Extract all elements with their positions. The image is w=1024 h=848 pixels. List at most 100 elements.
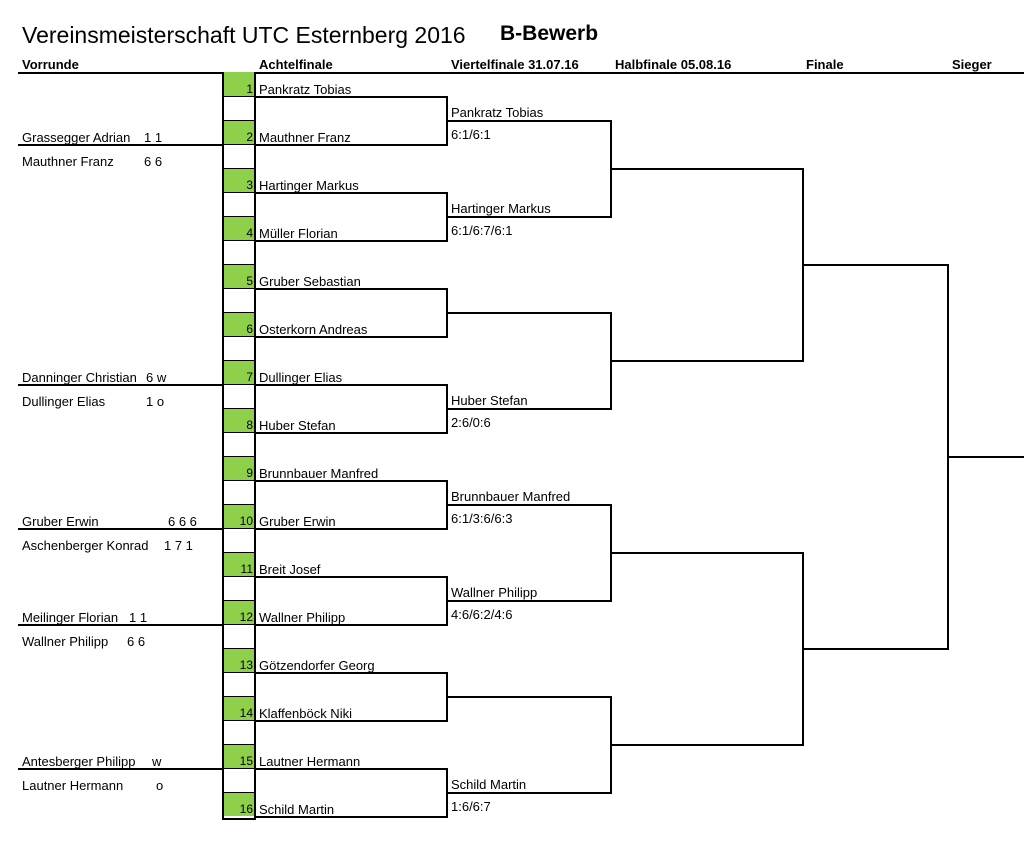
seed-number: 5: [246, 274, 253, 288]
achtelfinale-player: Huber Stefan: [259, 418, 336, 433]
achtelfinale-player: Götzendorfer Georg: [259, 658, 375, 673]
vorrunde-score: 1 1: [129, 610, 148, 625]
seed-cell: 2: [224, 120, 254, 144]
seed-cell: 14: [224, 696, 254, 720]
seed-number: 7: [246, 370, 253, 384]
vorrunde-score: 6 w: [146, 370, 167, 385]
seed-number: 9: [246, 466, 253, 480]
seed-number: 15: [239, 754, 253, 768]
vorrunde-score: 6 6: [144, 154, 163, 169]
viertelfinale-score: 2:6/0:6: [451, 415, 491, 430]
viertelfinale-player: Brunnbauer Manfred: [451, 489, 571, 504]
bye-cell: [224, 432, 254, 456]
achtelfinale-player: Schild Martin: [259, 802, 335, 817]
seed-number: 10: [239, 514, 253, 528]
viertelfinale-player: Hartinger Markus: [451, 201, 551, 216]
bye-cell: [224, 624, 254, 648]
header-halbfinale: Halbfinale 05.08.16: [615, 57, 732, 72]
vorrunde-player: Aschenberger Konrad: [22, 538, 149, 553]
achtelfinale-player: Hartinger Markus: [259, 178, 359, 193]
viertelfinale-player: Schild Martin: [451, 777, 527, 792]
bye-cell: [224, 720, 254, 744]
page-title: Vereinsmeisterschaft UTC Esternberg 2016: [22, 22, 466, 48]
seed-cell: 5: [224, 264, 254, 288]
bye-cell: [224, 528, 254, 552]
viertelfinale-score: 4:6/6:2/4:6: [451, 607, 513, 622]
seed-number: 8: [246, 418, 253, 432]
bye-cell: [224, 144, 254, 168]
seed-cell: 13: [224, 648, 254, 672]
viertelfinale-player: Wallner Philipp: [451, 585, 538, 600]
bye-cell: [224, 96, 254, 120]
seed-number: 2: [246, 130, 253, 144]
seed-cell: 12: [224, 600, 254, 624]
header-finale: Finale: [806, 57, 844, 72]
page-subtitle: B-Bewerb: [500, 22, 599, 45]
seed-cell: 16: [224, 792, 254, 816]
achtelfinale-player: Dullinger Elias: [259, 370, 343, 385]
bye-cell: [224, 672, 254, 696]
vorrunde-player: Danninger Christian: [22, 370, 137, 385]
vorrunde-player: Lautner Hermann: [22, 778, 124, 793]
vorrunde-score: w: [152, 754, 162, 769]
seed-cell: 15: [224, 744, 254, 768]
achtelfinale-player: Mauthner Franz: [259, 130, 351, 145]
achtelfinale-player: Brunnbauer Manfred: [259, 466, 379, 481]
bye-cell: [224, 240, 254, 264]
bye-cell: [224, 336, 254, 360]
achtelfinale-player: Gruber Sebastian: [259, 274, 361, 289]
bye-cell: [224, 768, 254, 792]
achtelfinale-player: Klaffenböck Niki: [259, 706, 352, 721]
seed-cell: 6: [224, 312, 254, 336]
viertelfinale-score: 6:1/6:7/6:1: [451, 223, 513, 238]
vorrunde-player: Meilinger Florian: [22, 610, 119, 625]
vorrunde-player: Grassegger Adrian: [22, 130, 131, 145]
seed-number: 11: [240, 562, 253, 576]
viertelfinale-player: Pankratz Tobias: [451, 105, 544, 120]
achtelfinale-player: Pankratz Tobias: [259, 82, 352, 97]
vorrunde-score: 1 o: [146, 394, 165, 409]
viertelfinale-score: 6:1/6:1: [451, 127, 491, 142]
seed-number: 1: [246, 82, 253, 96]
vorrunde-player: Antesberger Philipp: [22, 754, 136, 769]
seed-number: 3: [246, 178, 253, 192]
seed-cell: 10: [224, 504, 254, 528]
viertelfinale-score: 6:1/3:6/6:3: [451, 511, 513, 526]
vorrunde-player: Dullinger Elias: [22, 394, 106, 409]
seed-number: 14: [239, 706, 253, 720]
bye-cell: [224, 480, 254, 504]
viertelfinale-player: Huber Stefan: [451, 393, 528, 408]
vorrunde-player: Wallner Philipp: [22, 634, 109, 649]
achtelfinale-player: Osterkorn Andreas: [259, 322, 368, 337]
seed-cell: 3: [224, 168, 254, 192]
achtelfinale-player: Wallner Philipp: [259, 610, 346, 625]
seed-number: 13: [239, 658, 253, 672]
vorrunde-player: Mauthner Franz: [22, 154, 114, 169]
seed-cell: 4: [224, 216, 254, 240]
vorrunde-score: 1 1: [144, 130, 163, 145]
vorrunde-player: Gruber Erwin: [22, 514, 99, 529]
header-viertelfinale: Viertelfinale 31.07.16: [451, 57, 579, 72]
seed-number: 16: [239, 802, 253, 816]
bye-cell: [224, 192, 254, 216]
achtelfinale-player: Lautner Hermann: [259, 754, 361, 769]
seed-number: 4: [246, 226, 253, 240]
bye-cell: [224, 576, 254, 600]
achtelfinale-player: Müller Florian: [259, 226, 338, 241]
bye-cell: [224, 288, 254, 312]
achtelfinale-player: Gruber Erwin: [259, 514, 336, 529]
bye-cell: [224, 384, 254, 408]
header-sieger: Sieger: [952, 57, 992, 72]
seed-cell: 11: [224, 552, 254, 576]
seed-cell: 9: [224, 456, 254, 480]
seed-number: 6: [246, 322, 253, 336]
seed-number: 12: [239, 610, 253, 624]
header-vorrunde: Vorrunde: [22, 57, 79, 72]
vorrunde-score: 6 6: [127, 634, 146, 649]
seed-cell: 8: [224, 408, 254, 432]
header-achtelfinale: Achtelfinale: [259, 57, 333, 72]
seed-cell: 7: [224, 360, 254, 384]
viertelfinale-score: 1:6/6:7: [451, 799, 491, 814]
